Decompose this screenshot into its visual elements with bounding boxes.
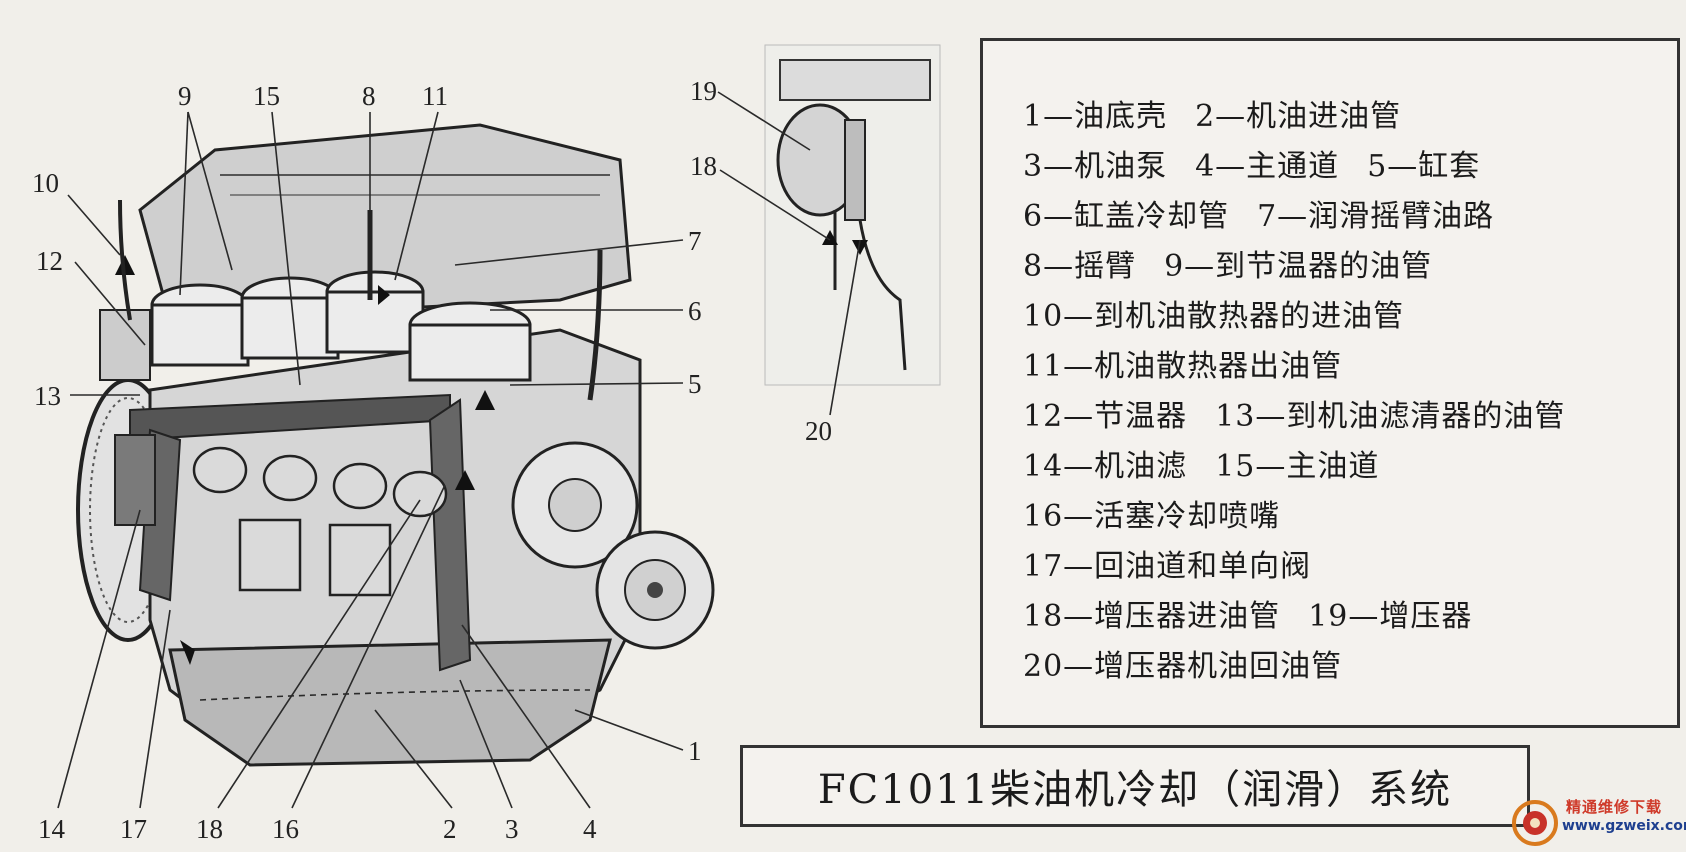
legend-item: 14—机油滤	[1023, 449, 1188, 484]
watermark-name: 精通维修下载	[1566, 798, 1663, 816]
callout-11: 11	[422, 81, 448, 111]
legend-row: 14—机油滤 15—主油道	[1023, 441, 1379, 485]
oil-filter	[114, 434, 156, 526]
inset-callout-20: 20	[805, 416, 832, 446]
callout-5: 5	[688, 369, 702, 399]
callout-12: 12	[36, 246, 63, 276]
inset-callout-19: 19	[690, 76, 717, 106]
legend-row: 18—增压器进油管 19—增压器	[1023, 591, 1472, 635]
legend-row: 6—缸盖冷却管 7—润滑摇臂油路	[1023, 191, 1494, 235]
callout-10: 10	[32, 168, 59, 198]
legend-row: 17—回油道和单向阀	[1023, 541, 1311, 585]
legend-row: 8—摇臂 9—到节温器的油管	[1023, 241, 1432, 285]
legend-row: 20—增压器机油回油管	[1023, 641, 1342, 685]
watermark: 精通维修下载 www.gzweix.com	[1508, 794, 1686, 852]
leader-lines	[57, 111, 684, 809]
legend-item: 7—润滑摇臂油路	[1257, 199, 1495, 234]
legend-item: 17—回油道和单向阀	[1023, 549, 1312, 584]
inset-callout-18: 18	[690, 151, 717, 181]
legend-item: 20—增压器机油回油管	[1023, 649, 1343, 684]
legend-row: 11—机油散热器出油管	[1023, 341, 1342, 385]
callout-2: 2	[443, 814, 457, 844]
legend-item: 11—机油散热器出油管	[1023, 349, 1343, 384]
legend-item: 1—油底壳	[1023, 99, 1168, 134]
diagram-title: FC1011柴油机冷却（润滑）系统	[817, 767, 1453, 813]
callout-13: 13	[34, 381, 61, 411]
legend-row: 1—油底壳 2—机油进油管	[1023, 91, 1401, 135]
legend-row: 10—到机油散热器的进油管	[1023, 291, 1404, 335]
legend-item: 16—活塞冷却喷嘴	[1023, 499, 1281, 534]
title-box: FC1011柴油机冷却（润滑）系统	[740, 745, 1530, 827]
oil-pan	[168, 638, 612, 767]
legend-item: 8—摇臂	[1023, 249, 1137, 284]
crankshaft	[192, 446, 448, 597]
callout-4: 4	[583, 814, 597, 844]
legend-item: 3—机油泵	[1023, 149, 1168, 184]
callout-16: 16	[272, 814, 299, 844]
legend-box: 1—油底壳 2—机油进油管 3—机油泵 4—主通道 5—缸套 6—缸盖冷却管 7—润滑摇…	[980, 38, 1680, 728]
callout-18: 18	[196, 814, 223, 844]
callout-15: 15	[253, 81, 280, 111]
legend-row: 16—活塞冷却喷嘴	[1023, 491, 1280, 535]
legend-item: 12—节温器	[1023, 399, 1188, 434]
callout-3: 3	[505, 814, 519, 844]
legend-item: 6—缸盖冷却管	[1023, 199, 1230, 234]
cylinder-liners	[150, 270, 532, 382]
legend-item: 13—到机油滤清器的油管	[1215, 399, 1566, 434]
callout-8: 8	[362, 81, 376, 111]
legend-row: 3—机油泵 4—主通道 5—缸套	[1023, 141, 1480, 185]
legend-item: 19—增压器	[1308, 599, 1473, 634]
callout-7: 7	[688, 226, 702, 256]
legend-item: 15—主油道	[1215, 449, 1380, 484]
callout-6: 6	[688, 296, 702, 326]
engine-illustration	[76, 123, 715, 767]
callout-1: 1	[688, 736, 702, 766]
legend-item: 10—到机油散热器的进油管	[1023, 299, 1405, 334]
legend-item: 18—增压器进油管	[1023, 599, 1281, 634]
legend-row: 12—节温器 13—到机油滤清器的油管	[1023, 391, 1565, 435]
callout-17: 17	[120, 814, 147, 844]
callout-numbers: 9 15 8 11 10 12 7 6 5 13 1 14 17 18 16 2…	[32, 81, 702, 844]
callout-9: 9	[178, 81, 192, 111]
legend-item: 5—缸套	[1367, 149, 1481, 184]
legend-item: 9—到节温器的油管	[1164, 249, 1433, 284]
watermark-logo-icon	[1512, 800, 1558, 846]
legend-item: 2—机油进油管	[1195, 99, 1402, 134]
turbocharger-inset: 19 18 20	[690, 44, 941, 446]
watermark-url: www.gzweix.com	[1562, 818, 1686, 834]
legend-item: 4—主通道	[1195, 149, 1340, 184]
callout-14: 14	[38, 814, 66, 844]
